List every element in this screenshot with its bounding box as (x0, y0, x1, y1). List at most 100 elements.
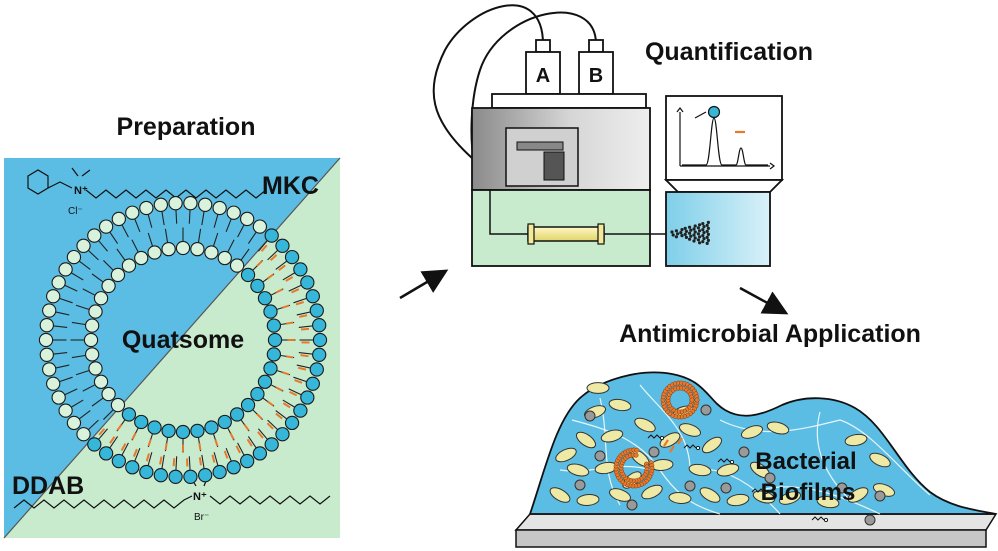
lipid-head (76, 427, 91, 442)
quatsome-label: Quatsome (122, 326, 244, 354)
lipid-head (84, 347, 100, 362)
lipid-head (76, 238, 91, 253)
cholesterol (109, 436, 116, 444)
flow-particle (701, 228, 705, 232)
flow-particle (706, 232, 711, 236)
flow-particle (693, 236, 697, 240)
cholesterol (266, 400, 274, 407)
bottle-a-label: A (536, 65, 550, 87)
lipid-tail (116, 248, 126, 261)
lipid-head (284, 249, 300, 265)
cholesterol (214, 439, 219, 447)
lipid-tail (59, 376, 73, 383)
lipid-head (39, 347, 54, 362)
lipid-head (226, 205, 241, 220)
flow-particle (705, 229, 709, 233)
dead-cell (738, 446, 750, 458)
cholesterol (229, 432, 235, 440)
lipid-tail (298, 325, 313, 328)
lipid-head (264, 437, 279, 452)
surfactant-molecule (811, 516, 825, 521)
flow-particle (705, 223, 709, 227)
lipid-head (93, 374, 109, 389)
lipid-tail (88, 419, 99, 430)
lipid-head (229, 407, 245, 422)
lipid-head (38, 332, 54, 348)
flow-particle (671, 233, 675, 237)
bacterium (608, 398, 632, 412)
flow-particle (680, 228, 684, 232)
cholesterol (223, 450, 229, 459)
flow-particle (696, 238, 701, 242)
lipid-head (58, 403, 73, 418)
lipid-head (139, 464, 154, 480)
solvent-tray (491, 93, 647, 109)
flow-particle (683, 232, 687, 236)
lipid-head (312, 347, 327, 362)
cholesterol (260, 244, 268, 252)
lipid-head (101, 278, 116, 294)
lipid-tail (71, 321, 86, 326)
lipid-head (147, 245, 162, 260)
detector-neck (663, 179, 785, 193)
lipid-tail (237, 442, 245, 456)
quatsome-bead (689, 397, 695, 403)
lipid-head (305, 289, 320, 304)
lipid-tail (71, 272, 84, 281)
lipid-head (252, 446, 268, 461)
lipid-head (252, 219, 268, 234)
lipid-tail (298, 352, 313, 355)
bacterium (701, 436, 723, 454)
cholesterol (198, 457, 202, 466)
lipid-head (121, 258, 137, 273)
cholesterol (300, 327, 310, 331)
lipid-head (42, 303, 57, 318)
lipid-head (263, 361, 278, 376)
bacterium (816, 495, 840, 509)
flow-particle (688, 225, 692, 229)
lipid-head (293, 403, 308, 418)
quantification-panel: A B (432, 4, 785, 267)
lipid-tail (98, 428, 108, 440)
lipid-head (275, 427, 290, 442)
cholesterol (164, 443, 168, 451)
lipid-head (300, 390, 315, 405)
bacterium (726, 493, 750, 507)
lipid-head (275, 238, 290, 253)
bacterium (869, 452, 891, 468)
lipid-head (134, 250, 149, 266)
flow-particle (692, 239, 696, 243)
pump-front-panel (505, 127, 579, 187)
lipid-head (139, 200, 154, 216)
cholesterol (266, 422, 274, 430)
quatsome-opening (613, 447, 655, 489)
lipid-head (305, 376, 320, 391)
surfactant-head (729, 459, 735, 465)
lipid-head (240, 397, 256, 413)
application-panel: Bacterial Biofilms (514, 371, 998, 548)
bacterium (766, 421, 790, 435)
lipid-head (101, 386, 116, 402)
quatsome-opening-inner (618, 452, 650, 484)
flow-particle (705, 235, 709, 239)
flow-particle (684, 229, 689, 233)
cholesterol (294, 379, 303, 384)
bacterium (575, 431, 597, 449)
lipid-head (93, 291, 109, 306)
surfactant-head (823, 517, 829, 523)
cholesterol (172, 458, 176, 467)
substrate-top (514, 513, 998, 531)
application-title: Antimicrobial Application (619, 320, 921, 348)
chromatogram-trace (682, 117, 768, 166)
pump-display-block (543, 151, 565, 181)
preparation-title: Preparation (117, 113, 256, 141)
bacterium (778, 491, 802, 505)
substrate-slab (515, 529, 987, 548)
lipid-head (175, 424, 191, 440)
lipid-head (83, 332, 99, 348)
bacterium (699, 487, 721, 503)
bacterium (549, 487, 571, 503)
lipid-tail (188, 210, 191, 224)
lipid-head (266, 347, 282, 362)
cholesterol (145, 453, 150, 462)
